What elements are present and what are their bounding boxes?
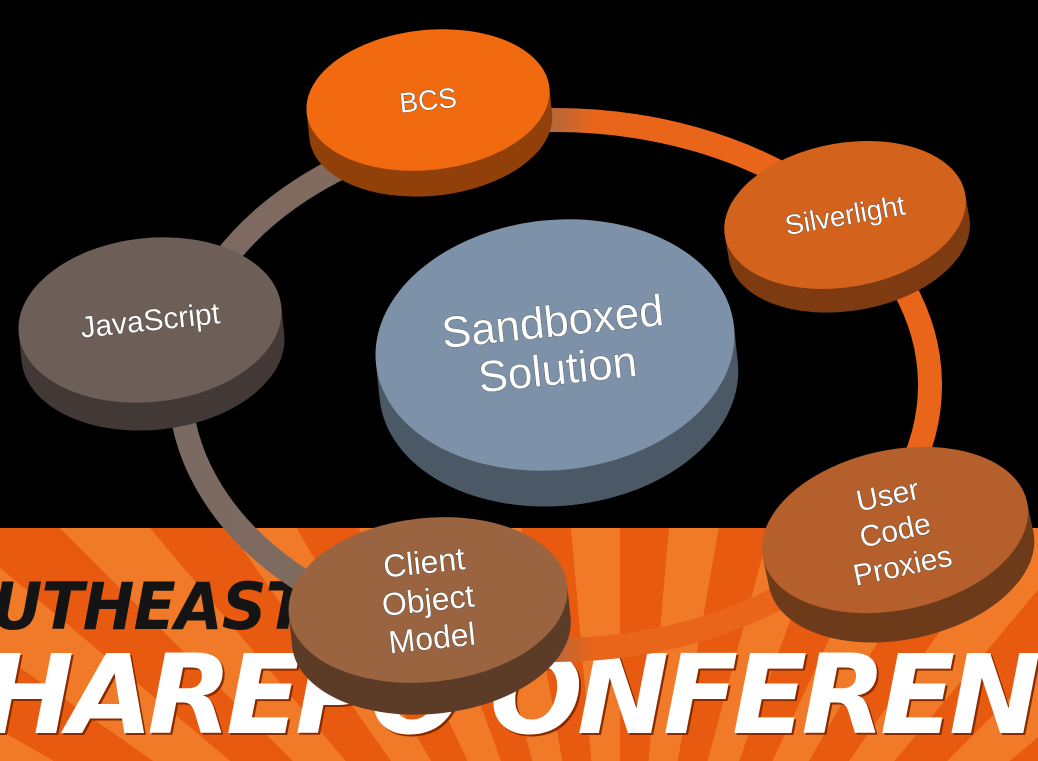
silverlight-node-top <box>724 140 966 290</box>
client-object-model-node-top <box>288 517 568 683</box>
bcs-node: BCS <box>306 29 553 197</box>
banner-text-line1: UTHEAST <box>0 568 308 645</box>
client-object-model-node-label: Client <box>381 540 466 584</box>
silverlight-node: Silverlight <box>724 140 970 313</box>
javascript-node-top <box>18 237 282 403</box>
bcs-node-label: BCS <box>398 82 459 119</box>
javascript-node: JavaScript <box>18 237 285 431</box>
user-code-proxies-node-top <box>761 446 1029 614</box>
bcs-node-top <box>306 29 550 171</box>
center-node-top <box>375 219 735 471</box>
client-object-model-node-label: Object <box>380 577 476 622</box>
